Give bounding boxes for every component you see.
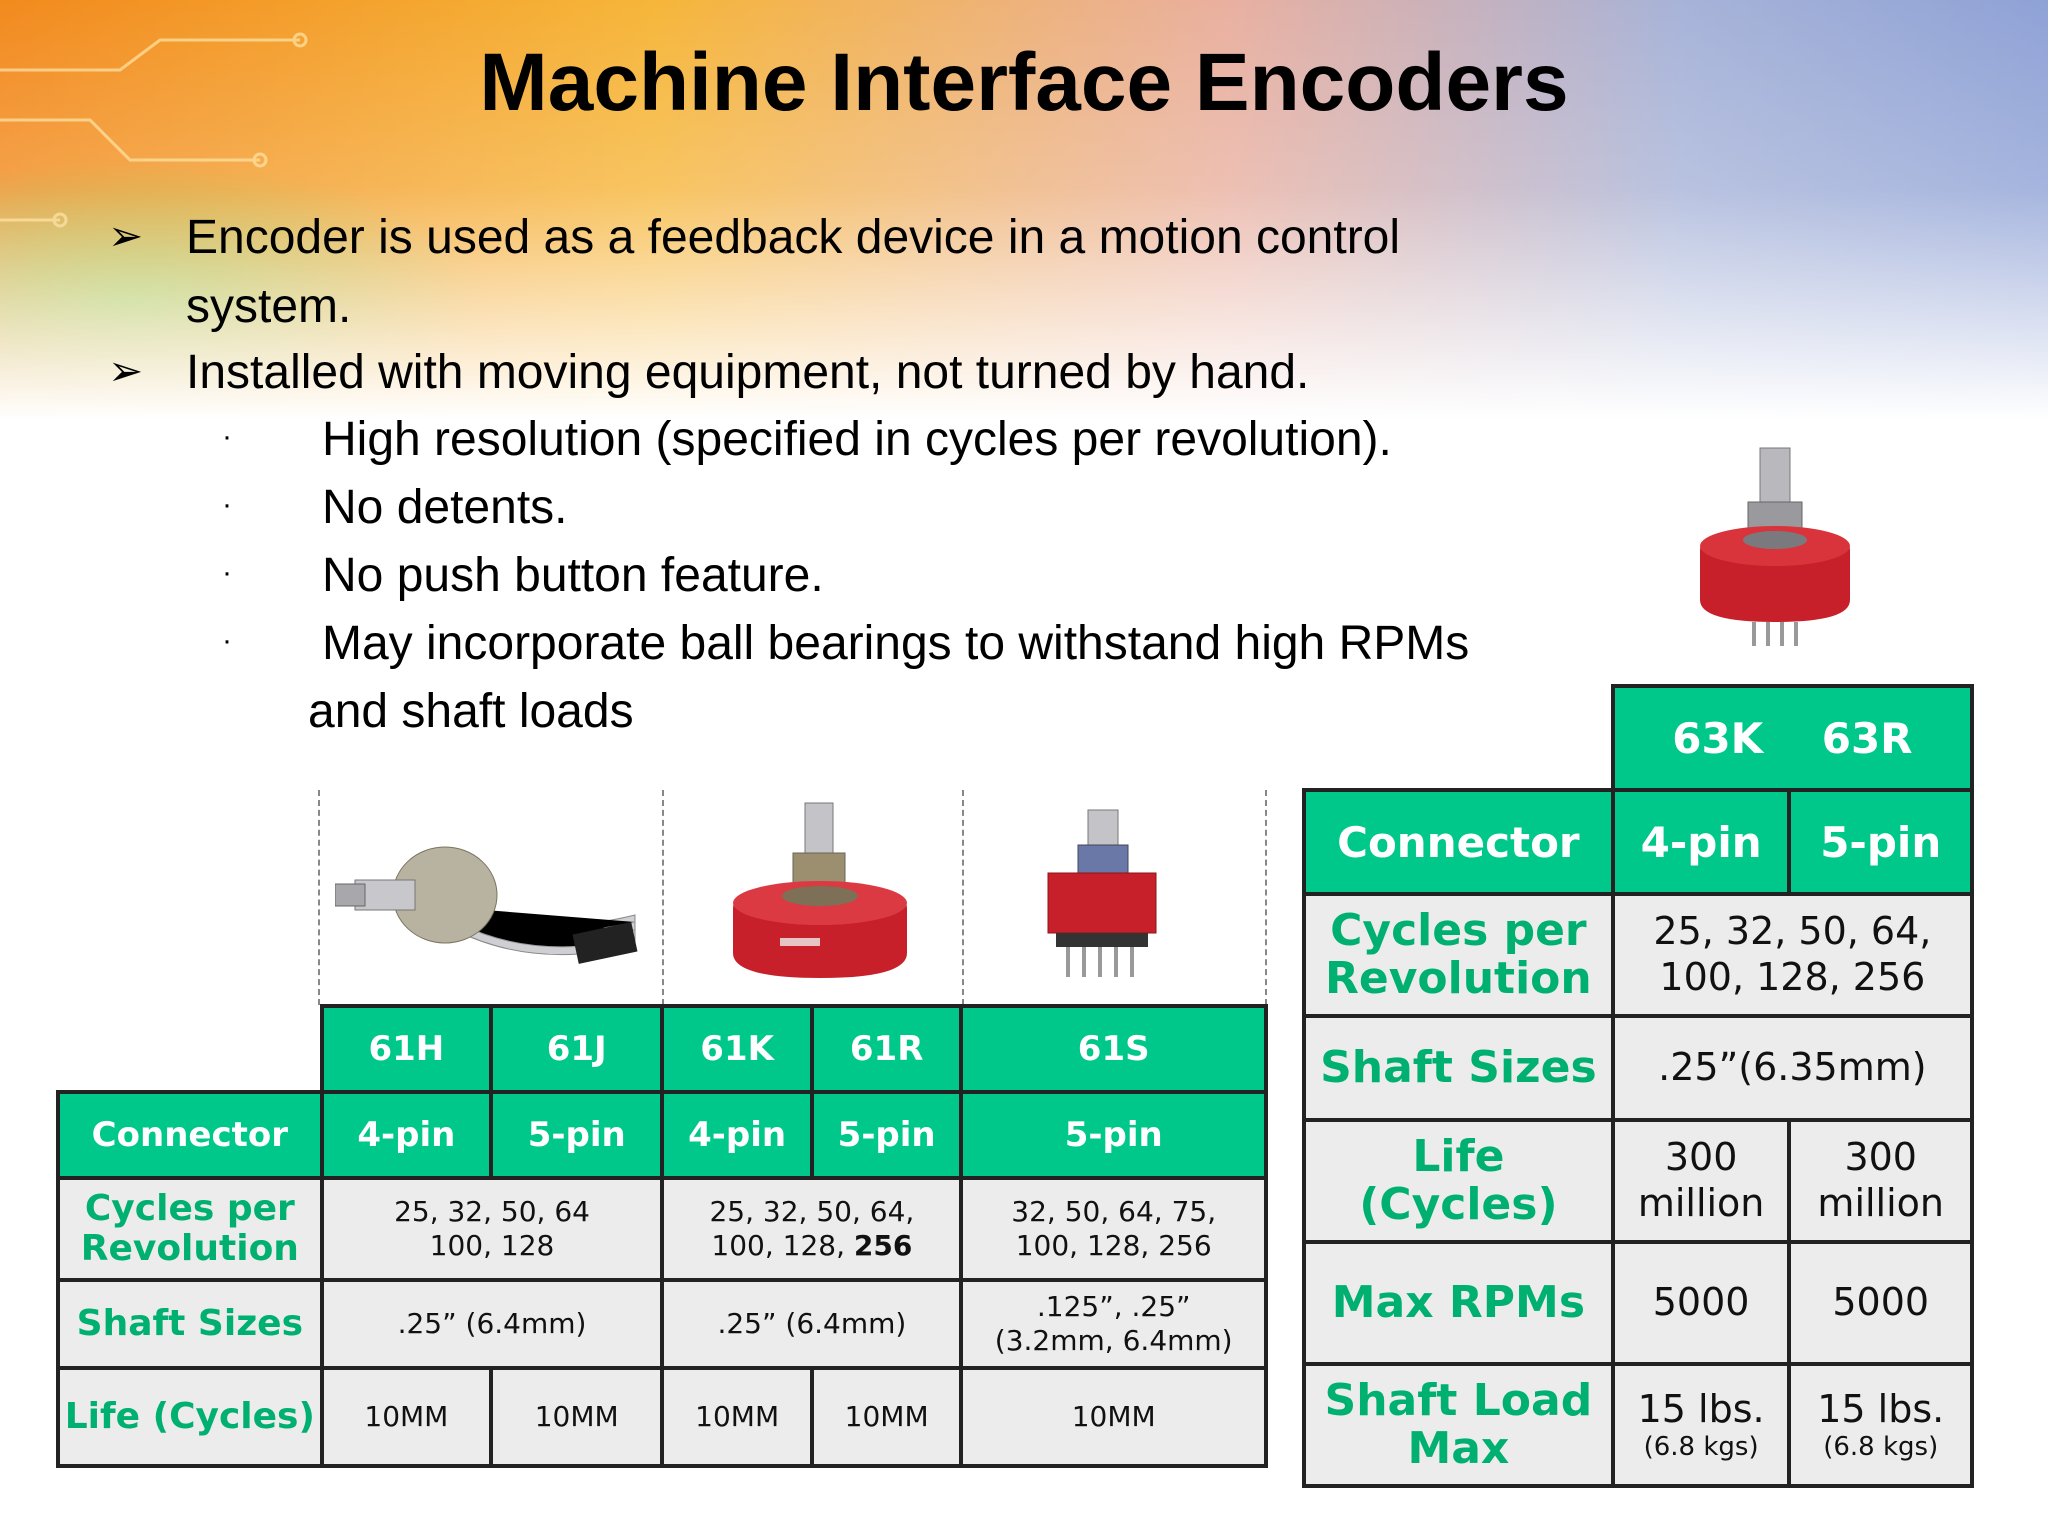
dot-bullet-icon: · bbox=[222, 624, 232, 657]
load-value-line-1: 15 lbs. bbox=[1637, 1386, 1765, 1431]
spec-table-61-series: 61H 61J 61K 61R 61S Connector 4-pin 5-pi… bbox=[56, 1004, 1268, 1468]
shaft-value: .125”, .25” (3.2mm, 6.4mm) bbox=[959, 1278, 1268, 1370]
sub-bullet-4-continued: and shaft loads bbox=[308, 685, 634, 738]
cycles-value-line-1: 25, 32, 50, 64, bbox=[709, 1195, 915, 1229]
connector-value: 5-pin bbox=[809, 1090, 964, 1180]
rpm-value: 5000 bbox=[1610, 1240, 1792, 1366]
connector-value: 5-pin bbox=[489, 1090, 665, 1180]
spec-table-63-series: 63K 63R Connector 4-pin 5-pin Cycles per… bbox=[1302, 684, 1975, 1488]
bullet-1-line-1: Encoder is used as a feedback device in … bbox=[186, 211, 1401, 264]
rpm-label: Max RPMs bbox=[1302, 1240, 1615, 1366]
shaft-value-line-1: .125”, .25” bbox=[1036, 1290, 1191, 1324]
sub-bullet-2: No detents. bbox=[322, 481, 568, 534]
cycles-label: Cycles per Revolution bbox=[1302, 892, 1615, 1018]
life-label: Life (Cycles) bbox=[1302, 1118, 1615, 1244]
empty-corner bbox=[58, 1006, 322, 1092]
dot-bullet-icon: · bbox=[222, 488, 232, 521]
cycles-label: Cycles per Revolution bbox=[56, 1176, 324, 1282]
cycles-value-line-2: 100, 128, 256 bbox=[664, 1229, 959, 1263]
shaft-label: Shaft Sizes bbox=[56, 1278, 324, 1370]
sub-bullet-3: No push button feature. bbox=[322, 549, 824, 602]
connector-value: 4-pin bbox=[1610, 788, 1792, 896]
model-header: 61R bbox=[809, 1004, 964, 1094]
life-value-line-1: 300 bbox=[1664, 1135, 1738, 1180]
load-value: 15 lbs. (6.8 kgs) bbox=[1787, 1362, 1974, 1488]
cycles-value: 25, 32, 50, 64, 100, 128, 256 bbox=[1610, 892, 1975, 1018]
life-value: 300 million bbox=[1787, 1118, 1974, 1244]
bullet-1-line-2: system. bbox=[186, 280, 352, 333]
model-header: 61S bbox=[959, 1004, 1268, 1094]
connector-value: 4-pin bbox=[319, 1090, 494, 1180]
dot-bullet-icon: · bbox=[222, 420, 232, 453]
load-value-line-1: 15 lbs. bbox=[1817, 1386, 1945, 1431]
model-header: 63K 63R bbox=[1610, 684, 1975, 792]
divider bbox=[1265, 790, 1267, 1005]
load-value: 15 lbs. (6.8 kgs) bbox=[1610, 1362, 1792, 1488]
cycles-value-bold: 256 bbox=[853, 1229, 913, 1262]
shaft-value: .25” (6.4mm) bbox=[319, 1278, 665, 1370]
rpm-value: 5000 bbox=[1787, 1240, 1974, 1366]
model-header-63r: 63R bbox=[1821, 713, 1913, 763]
arrow-bullet-icon: ➢ bbox=[108, 212, 144, 259]
life-value: 10MM bbox=[809, 1366, 964, 1468]
cycles-value-line-1: 25, 32, 50, 64, bbox=[1653, 909, 1932, 954]
dot-bullet-icon: · bbox=[222, 556, 232, 589]
model-header-63k: 63K bbox=[1672, 713, 1764, 763]
life-value-line-2: million bbox=[1817, 1181, 1945, 1225]
encoder-61h-photo bbox=[335, 846, 638, 964]
life-value-line-1: 300 bbox=[1844, 1135, 1917, 1180]
divider bbox=[318, 790, 320, 1005]
shaft-value: .25”(6.35mm) bbox=[1610, 1014, 1975, 1122]
load-value-line-2: (6.8 kgs) bbox=[1643, 1432, 1759, 1463]
cycles-value: 25, 32, 50, 64, 100, 128, 256 bbox=[660, 1176, 964, 1282]
model-header: 61J bbox=[489, 1004, 665, 1094]
cycles-value-line-2: 100, 128, 256 bbox=[1659, 955, 1926, 999]
slide-title: Machine Interface Encoders bbox=[479, 37, 1569, 128]
cycles-value-text: 100, 128, bbox=[711, 1229, 854, 1262]
life-value-line-2: million bbox=[1637, 1181, 1765, 1225]
cycles-value-line-1: 32, 50, 64, 75, bbox=[1011, 1195, 1217, 1229]
model-header: 61K bbox=[660, 1004, 814, 1094]
life-value: 10MM bbox=[959, 1366, 1268, 1468]
shaft-value-line-2: (3.2mm, 6.4mm) bbox=[994, 1324, 1233, 1357]
connector-value: 4-pin bbox=[660, 1090, 814, 1180]
connector-value: 5-pin bbox=[1787, 788, 1974, 896]
life-label: Life (Cycles) bbox=[56, 1366, 324, 1468]
connector-label: Connector bbox=[56, 1090, 324, 1180]
arrow-bullet-icon: ➢ bbox=[108, 347, 144, 394]
life-value: 300 million bbox=[1610, 1118, 1792, 1244]
cycles-value: 32, 50, 64, 75, 100, 128, 256 bbox=[959, 1176, 1268, 1282]
life-value: 10MM bbox=[489, 1366, 665, 1468]
cycles-value-line-2: 100, 128 bbox=[429, 1229, 555, 1262]
sub-bullet-4: May incorporate ball bearings to withsta… bbox=[322, 617, 1470, 670]
cycles-value-line-2: 100, 128, 256 bbox=[1015, 1229, 1212, 1262]
load-label: Shaft Load Max bbox=[1302, 1362, 1615, 1488]
shaft-value: .25” (6.4mm) bbox=[660, 1278, 964, 1370]
life-value: 10MM bbox=[319, 1366, 494, 1468]
cycles-value: 25, 32, 50, 64 100, 128 bbox=[319, 1176, 665, 1282]
cycles-value-line-1: 25, 32, 50, 64 bbox=[394, 1195, 590, 1229]
encoder-63k-photo bbox=[1700, 447, 1850, 646]
encoder-61k-photo bbox=[733, 802, 907, 978]
encoder-61s-photo bbox=[1047, 809, 1157, 977]
life-value: 10MM bbox=[660, 1366, 814, 1468]
model-header: 61H bbox=[319, 1004, 494, 1094]
empty-corner bbox=[1304, 686, 1613, 790]
shaft-label: Shaft Sizes bbox=[1302, 1014, 1615, 1122]
divider bbox=[662, 790, 664, 1005]
connector-label: Connector bbox=[1302, 788, 1615, 896]
load-value-line-2: (6.8 kgs) bbox=[1823, 1432, 1939, 1463]
divider bbox=[962, 790, 964, 1005]
connector-value: 5-pin bbox=[959, 1090, 1268, 1180]
bullet-2-line-1: Installed with moving equipment, not tur… bbox=[186, 346, 1310, 399]
sub-bullet-1: High resolution (specified in cycles per… bbox=[322, 413, 1392, 466]
